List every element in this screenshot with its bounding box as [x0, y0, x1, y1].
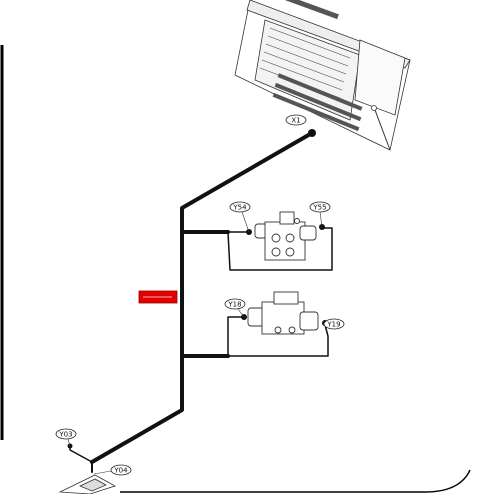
label-x1-text: X1 — [291, 117, 300, 125]
valve-block-2[interactable] — [247, 291, 319, 335]
label-y18[interactable]: Y18 — [224, 298, 246, 310]
label-y19[interactable]: Y19 — [323, 318, 345, 330]
frame-border — [0, 45, 471, 493]
label-y04[interactable]: Y04 — [110, 464, 132, 476]
label-y03-text: Y03 — [58, 431, 72, 439]
label-y19-text: Y19 — [326, 321, 340, 329]
label-y04-text: Y04 — [113, 467, 128, 475]
label-x1[interactable]: X1 — [285, 114, 307, 126]
label-y54-text: Y54 — [232, 204, 247, 212]
lower-component[interactable] — [58, 474, 117, 494]
label-y18-text: Y18 — [227, 301, 241, 309]
label-y54[interactable]: Y54 — [229, 201, 251, 213]
control-unit-component[interactable] — [234, 0, 411, 151]
x1-terminal-dot — [308, 129, 316, 137]
label-y55-text: Y55 — [312, 204, 326, 212]
terminal-dots — [67, 129, 328, 449]
label-y03[interactable]: Y03 — [55, 428, 77, 440]
valve-block-1[interactable] — [254, 211, 317, 261]
label-y55[interactable]: Y55 — [309, 201, 331, 213]
